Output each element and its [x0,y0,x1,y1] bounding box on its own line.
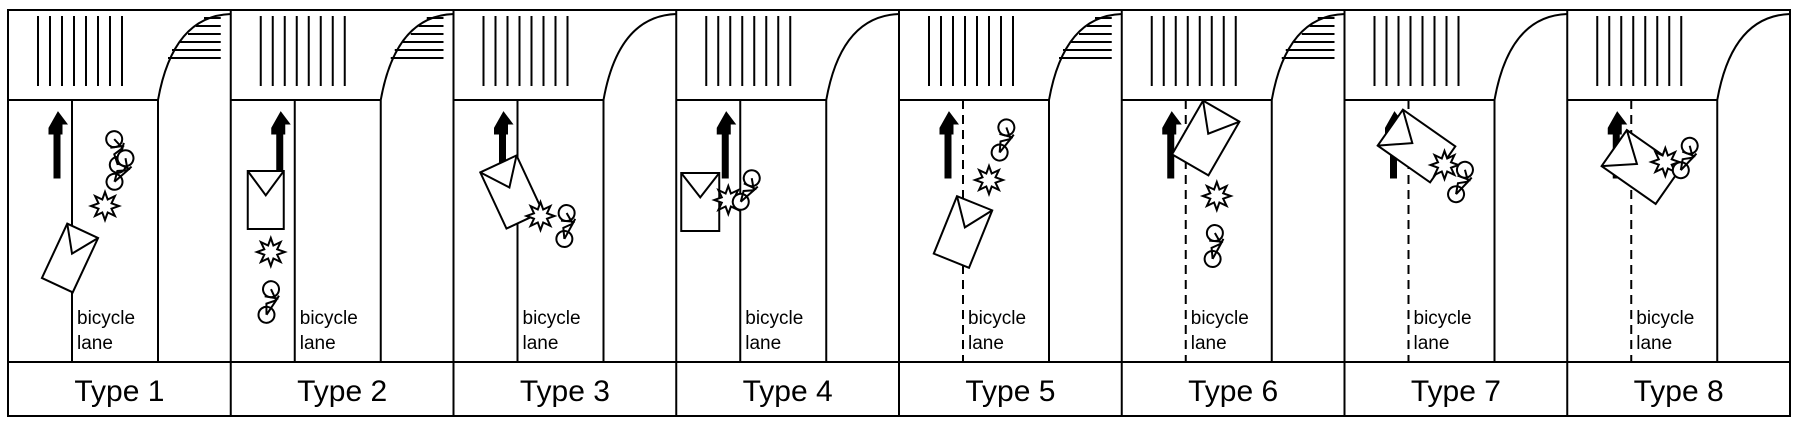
arrow-icon [494,111,514,179]
arrow-icon [48,111,68,179]
bicycle-lane-label: bicycle [523,308,581,329]
bicycle-lane-label: bicycle [1191,308,1249,329]
bicycle-lane-label: lane [523,333,559,354]
curb-corner [1048,13,1122,362]
crosswalk-horizontal [390,17,444,59]
crosswalk-vertical [259,16,346,86]
bicycle-lane-label: lane [1636,333,1672,354]
crosswalk-vertical [1150,16,1237,86]
crash-impact-icon [88,189,122,223]
bicycle-lane-label: lane [1191,333,1227,354]
curb-corner [1270,13,1345,362]
bicycle-lane-label: bicycle [77,308,135,329]
bicycle-lane-label: bicycle [1636,308,1694,329]
bicycle-lane-label: bicycle [1414,308,1472,329]
bicycle-lane-label: lane [745,333,781,354]
curb-corner [157,13,231,362]
type-label: Type 4 [743,375,833,408]
curb-corner [602,13,677,362]
type-label: Type 5 [965,375,1055,408]
crosswalk-vertical [1373,16,1460,86]
bicycle-lane-label: bicycle [745,308,803,329]
crosswalk-horizontal [1281,17,1335,59]
car-icon [1600,128,1683,206]
arrow-icon [1162,111,1182,179]
car-icon [40,222,100,294]
car-icon [1170,99,1241,177]
bicycle-icon [105,130,127,174]
crash-impact-icon [972,163,1006,197]
curb-corner [379,13,454,362]
crash-impact-icon [253,234,288,270]
bicycle-lane-label: lane [968,333,1004,354]
bicycle-icon [990,118,1016,162]
bicycle-icon [105,149,135,191]
bicycle-lane-label: bicycle [300,308,358,329]
car-icon [680,172,721,232]
curb-corner [1493,13,1568,362]
crash-impact-icon [523,199,558,233]
curb-corner [1716,13,1791,362]
type-label: Type 6 [1188,375,1278,408]
bicycle-icon [731,169,761,211]
bicycle-icon [1203,224,1225,268]
bicycle-lane-label: lane [77,333,113,354]
bicycle-icon [1671,136,1699,180]
crosswalk-vertical [705,16,792,86]
arrow-icon [271,111,291,179]
bicycle-icon [1447,160,1474,204]
car-icon [246,170,285,230]
type-label: Type 8 [1634,375,1724,408]
crash-impact-icon [1427,148,1462,182]
arrow-icon [716,111,737,179]
crosswalk-vertical [482,16,569,86]
crosswalk-vertical [928,16,1014,86]
bicycle-icon [257,280,281,324]
car-icon [478,154,545,230]
curb-corner [825,13,900,362]
type-label: Type 7 [1411,375,1501,408]
bicycle-icon [555,204,577,248]
crash-impact-icon [1199,178,1234,214]
crosswalk-vertical [37,16,123,86]
bicycle-lane-label: bicycle [968,308,1026,329]
crosswalk-vertical [1596,16,1683,86]
car-icon [932,194,994,270]
type-label: Type 1 [74,375,164,408]
type-label: Type 3 [520,375,610,408]
arrow-icon [939,111,959,179]
bicycle-lane-label: lane [300,333,336,354]
crosswalk-horizontal [168,17,221,59]
type-label: Type 2 [297,375,387,408]
crosswalk-horizontal [1059,17,1112,59]
bicycle-lane-label: lane [1414,333,1450,354]
